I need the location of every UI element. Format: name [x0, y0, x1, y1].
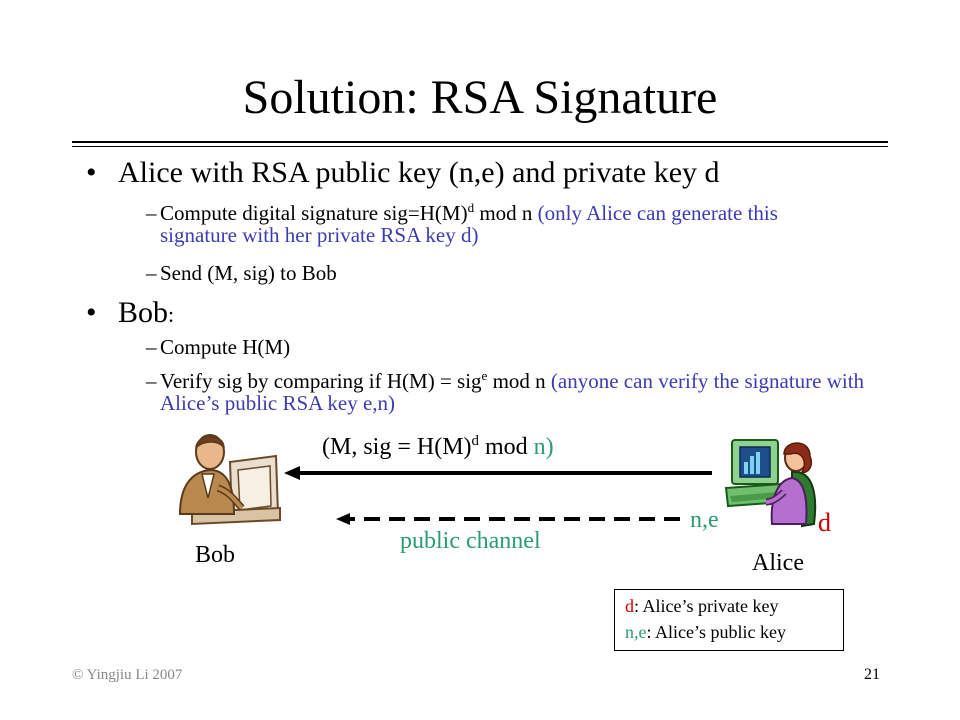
sub-dash: – [146, 369, 157, 393]
bullet-bob: Bob: [118, 296, 174, 332]
bullet-text: Bob [118, 296, 169, 329]
sub-compute-hash: Compute H(M) [160, 335, 291, 359]
alice-label: Alice [752, 550, 804, 576]
public-channel-arrowhead [336, 513, 350, 525]
key-legend: d: Alice’s private key n,e: Alice’s publ… [614, 589, 844, 651]
legend-row-private: d: Alice’s private key [625, 593, 843, 619]
slide-title: Solution: RSA Signature [242, 71, 718, 124]
signed-message-arrowhead [284, 466, 300, 480]
sub-note: (anyone can verify the signature with Al… [160, 369, 865, 415]
sub-note: (only Alice can generate this signature … [160, 201, 778, 247]
bullet-marker: • [86, 296, 97, 329]
legend-text: : Alice’s public key [646, 622, 786, 642]
superscript-d: d [471, 433, 479, 449]
sub-compute-signature: Compute digital signature sig=H(M)d mod … [160, 200, 860, 247]
sub-text: mod n [474, 201, 533, 225]
message-text: mod [478, 434, 534, 460]
message-close: ) [545, 434, 554, 460]
sub-text: Verify sig by comparing if H(M) = sig [160, 369, 482, 393]
message-label: (M, sig = H(M)d mod n) [322, 434, 554, 461]
alice-computer-user-icon [724, 439, 817, 528]
sub-send: Send (M, sig) to Bob [160, 261, 337, 285]
superscript-e: e [481, 368, 488, 383]
bob-label: Bob [195, 542, 236, 568]
title-divider-thin [72, 146, 888, 147]
sub-text: mod n [487, 369, 546, 393]
message-text: (M, sig = H(M) [322, 434, 472, 460]
sub-dash: – [146, 261, 157, 285]
bob-computer-user-icon [178, 434, 281, 526]
message-modulus: n [533, 434, 546, 460]
sub-dash: – [146, 201, 157, 225]
sub-verify: Verify sig by comparing if H(M) = sige m… [160, 368, 880, 415]
page-number: 21 [864, 666, 880, 683]
public-channel-label: public channel [400, 528, 541, 554]
sub-text: Compute digital signature sig=H(M) [160, 201, 468, 225]
legend-row-public: n,e: Alice’s public key [625, 619, 843, 645]
private-key-label: d [818, 508, 831, 537]
sub-dash: – [146, 335, 157, 359]
title-divider [72, 141, 888, 143]
legend-key-d: d [625, 596, 634, 616]
superscript-d: d [467, 200, 475, 215]
legend-key-ne: n,e [625, 622, 647, 642]
public-key-label: n,e [690, 507, 719, 533]
legend-text: : Alice’s private key [634, 596, 779, 616]
bullet-colon: : [168, 302, 175, 327]
copyright-footer: © Yingjiu Li 2007 [72, 667, 183, 683]
bullet-alice: Alice with RSA public key (n,e) and priv… [118, 156, 720, 189]
bullet-marker: • [86, 156, 97, 189]
